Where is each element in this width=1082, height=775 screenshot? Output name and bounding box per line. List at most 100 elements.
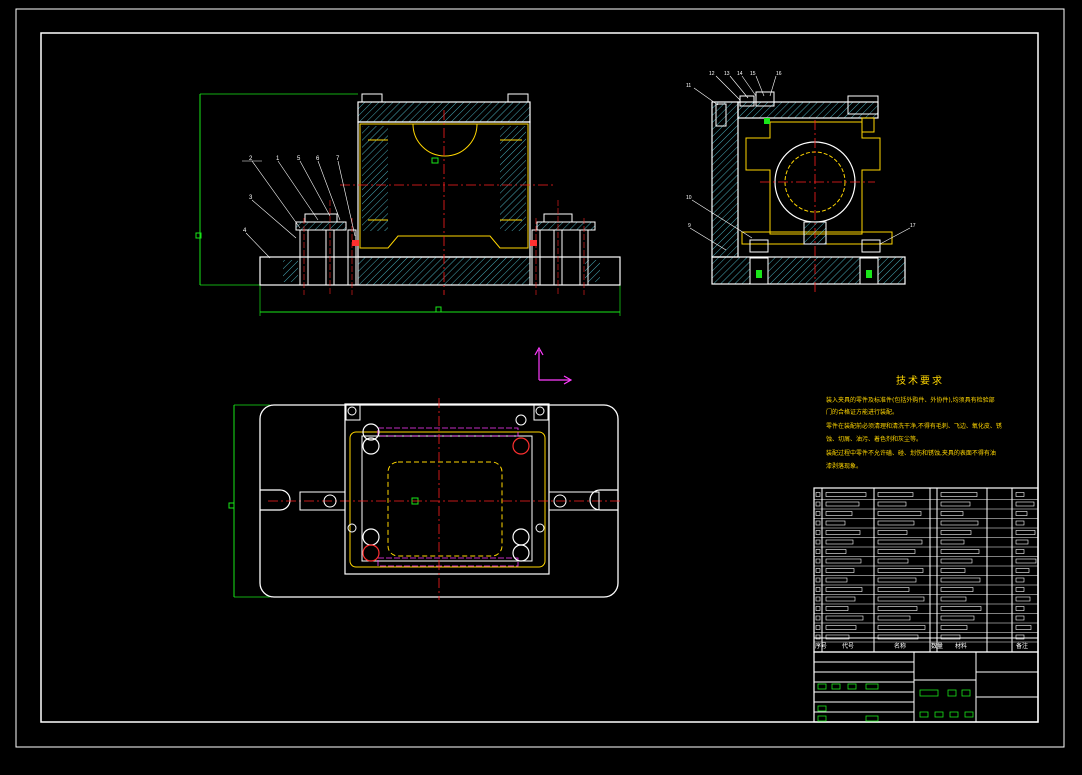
bom-cell-mark [940,558,973,564]
bom-row-index-mark [815,615,821,621]
balloon-label: 15 [750,71,756,77]
bom-row-index-mark [815,587,821,592]
balloon-label: 16 [776,71,782,77]
bom-cell-mark [825,558,862,564]
title-block [817,683,974,722]
bom-cell-mark [1015,625,1032,630]
balloon-label: 9 [688,223,691,229]
bom-cell-mark [1015,549,1025,554]
bom-row-index-mark [815,520,821,526]
bom-cell-mark [877,568,924,573]
balloon-label: 3 [249,195,253,201]
balloon-label: 13 [724,71,730,77]
bom-cell-mark [877,511,922,516]
bom-cell-mark [940,615,975,621]
bom-row-index-mark [815,549,821,554]
bom-row-index-mark [815,501,821,507]
bom-cell-mark [825,492,867,497]
bom-cell-mark [825,577,848,583]
tech-note-line: 零件在装配前必须清理和清洗干净,不得有毛刺、飞边、氧化皮、锈 [826,423,1002,430]
bom-row-index-mark [815,625,821,630]
bom-cell-mark [1015,568,1030,573]
balloon-label: 6 [316,156,320,162]
bom-cell-mark [940,539,965,545]
balloon-label: 12 [709,71,715,77]
bom-cell-mark [877,549,916,554]
tech-note-line: 装配过程中零件不允许磕、碰、划伤和锈蚀,夹具的表面不得有油 [826,450,996,457]
bom-cell-mark [1015,520,1025,526]
bom-header-remark: 备注 [1016,642,1028,650]
bom-header-index: 序号 [815,642,827,650]
bom-cell-mark [877,577,917,583]
bom-cell-mark [825,568,855,573]
bom-cell-mark [1015,501,1035,507]
bom-cell-mark [940,606,982,611]
bom-cell-mark [940,596,967,602]
bom-cell-mark [940,577,981,583]
bom-cell-mark [1015,511,1028,516]
bom-cell-mark [1015,558,1037,564]
tech-notes-title: 技术要求 [896,376,944,387]
bom-cell-mark [825,530,861,535]
balloon-label: 10 [686,195,692,201]
balloon-label: 1 [276,156,280,162]
bom-cell-mark [877,596,925,602]
bom-row-index-mark [815,558,821,564]
bom-cell-mark [825,520,846,526]
bom-cell-mark [1015,587,1025,592]
bom-cell-mark [940,625,968,630]
bom-cell-mark [825,606,849,611]
bom-row-index-mark [815,530,821,535]
bom-cell-mark [940,634,961,640]
bom-cell-mark [825,539,854,545]
bom-rows [814,492,1038,643]
bom-cell-mark [877,539,923,545]
side-view [689,75,911,292]
bom-cell-mark [877,587,910,592]
bom-header-qty: 数量 [931,642,943,650]
top-view [228,398,620,600]
bom-cell-mark [877,501,907,507]
bom-cell-mark [940,568,966,573]
bom-row-index-mark [815,568,821,573]
bom-cell-mark [825,596,856,602]
bom-cell-mark [940,511,964,516]
bom-cell-mark [877,530,908,535]
outer-border [15,8,1065,748]
bom-cell-mark [825,625,857,630]
bom-cell-mark [1015,606,1025,611]
bom-cell-mark [877,634,919,640]
balloon-label: 2 [249,156,253,162]
tech-note-line: 蚀、切屑、油污、着色剂和灰尘等。 [826,436,923,443]
bom-row-index-mark [815,539,821,545]
balloon-label: 14 [737,71,743,77]
bom-header-material: 材料 [955,642,967,650]
bom-cell-mark [940,492,978,497]
bom-row-index-mark [815,492,821,497]
bom-cell-mark [877,520,915,526]
bom-cell-mark [825,549,847,554]
bom-cell-mark [877,606,918,611]
bom-cell-mark [877,615,911,621]
bom-header-name: 名称 [894,642,906,650]
bom-cell-mark [1015,577,1025,583]
balloon-label: 4 [243,228,247,234]
bom-cell-mark [825,615,864,621]
balloon-label: 5 [297,156,301,162]
bom-row-index-mark [815,634,821,640]
front-view [195,93,621,316]
tech-note-line: 漆剥落现象。 [826,463,863,470]
balloon-label: 11 [686,83,691,89]
bom-cell-mark [877,558,909,564]
bom-row-index-mark [815,606,821,611]
bom-cell-mark [1015,539,1029,545]
bom-cell-mark [1015,596,1031,602]
bom-cell-mark [825,511,853,516]
bom-cell-mark [940,520,979,526]
bom-cell-mark [1015,492,1025,497]
bom-table [813,487,1039,723]
bom-row-index-mark [815,511,821,516]
bom-cell-mark [825,501,860,507]
bom-cell-mark [940,530,972,535]
